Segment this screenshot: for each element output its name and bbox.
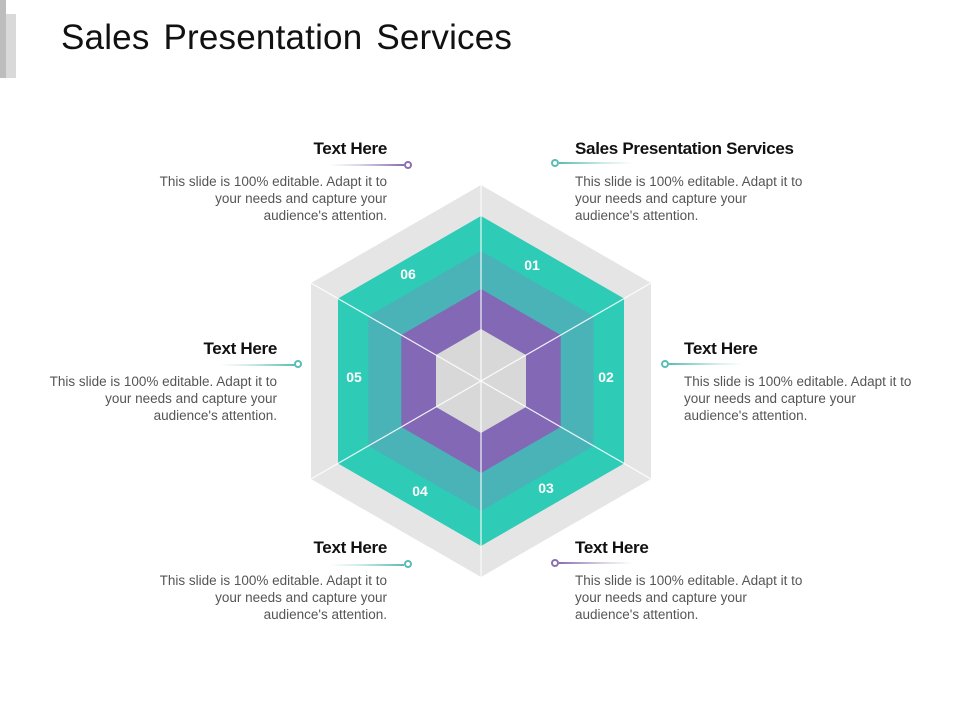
text-block-bottom-left: Text Here This slide is 100% editable. A… [157, 538, 388, 623]
connector-dot-icon [661, 360, 669, 368]
connector-dot-icon [551, 159, 559, 167]
block-body: This slide is 100% editable. Adapt it to… [159, 573, 387, 622]
segment-dividers [310, 185, 652, 577]
block-body: This slide is 100% editable. Adapt it to… [684, 374, 912, 423]
block-body: This slide is 100% editable. Adapt it to… [575, 573, 803, 622]
text-block-top-left: Text Here This slide is 100% editable. A… [157, 139, 388, 224]
text-block-top-right: Sales Presentation Services This slide i… [575, 139, 835, 224]
segment-label-04: 04 [412, 483, 428, 499]
block-body: This slide is 100% editable. Adapt it to… [575, 174, 803, 223]
connector-dot-icon [294, 360, 302, 368]
connector-line [669, 363, 743, 365]
slide-title: Sales Presentation Services [61, 18, 513, 57]
connector-line [220, 364, 295, 366]
block-heading: Text Here [313, 538, 387, 557]
block-heading: Text Here [313, 139, 387, 158]
block-heading: Text Here [575, 538, 649, 557]
connector-line [330, 164, 404, 166]
connector-dot-icon [404, 161, 412, 169]
segment-label-03: 03 [538, 480, 554, 496]
connector-line [559, 562, 633, 564]
connector-dot-icon [551, 559, 559, 567]
block-body: This slide is 100% editable. Adapt it to… [159, 174, 387, 223]
segment-label-06: 06 [400, 266, 416, 282]
connector-line [330, 564, 404, 566]
connector-line [559, 162, 633, 164]
text-block-bottom-right: Text Here This slide is 100% editable. A… [575, 538, 805, 623]
block-body: This slide is 100% editable. Adapt it to… [49, 374, 277, 423]
segment-label-01: 01 [524, 257, 540, 273]
accent-bar-light [6, 14, 16, 78]
text-block-middle-right: Text Here This slide is 100% editable. A… [684, 339, 914, 424]
segment-label-05: 05 [346, 369, 362, 385]
segment-label-02: 02 [598, 369, 614, 385]
accent-bar [0, 0, 6, 78]
block-heading: Text Here [684, 339, 758, 358]
block-heading: Text Here [203, 339, 277, 358]
block-heading: Sales Presentation Services [575, 139, 794, 158]
connector-dot-icon [404, 560, 412, 568]
text-block-middle-left: Text Here This slide is 100% editable. A… [47, 339, 278, 424]
